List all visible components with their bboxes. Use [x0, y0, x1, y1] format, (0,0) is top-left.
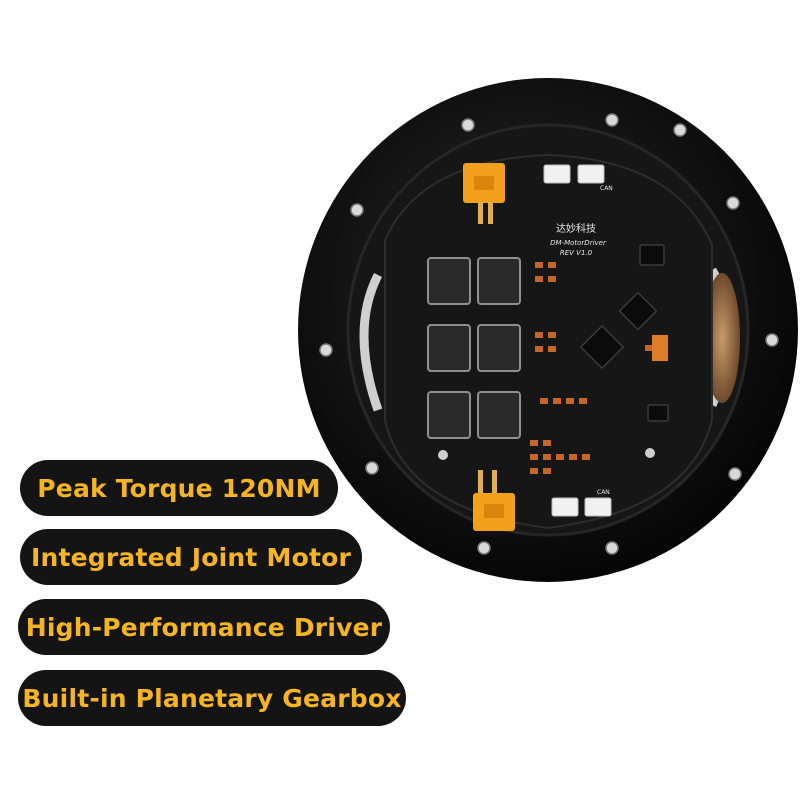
mosfet-array	[427, 257, 521, 439]
power-connector-bottom	[473, 470, 515, 531]
pcb-revision-label: REV V1.0	[560, 249, 593, 257]
feature-pill-integrated-joint-motor: Integrated Joint Motor	[20, 529, 362, 585]
pcb-can-label-bottom: CAN	[597, 489, 610, 496]
pcb-mount-holes	[438, 448, 655, 460]
feature-label: High-Performance Driver	[25, 612, 383, 642]
pcb-model-label: DM-MotorDriver	[550, 239, 607, 247]
integrated-circuits	[579, 244, 669, 422]
signal-connectors	[543, 164, 612, 517]
pcb-can-label-top: CAN	[600, 185, 613, 192]
dip-switch	[652, 335, 668, 361]
feature-label: Integrated Joint Motor	[30, 542, 351, 572]
power-connector-top	[463, 163, 505, 224]
feature-label: Built-in Planetary Gearbox	[22, 683, 402, 713]
silver-ring-left	[359, 272, 383, 412]
pcb-brand-label: 达妙科技	[556, 222, 596, 235]
feature-label: Peak Torque 120NM	[37, 473, 321, 503]
flange-screws	[319, 113, 779, 555]
feature-pill-high-performance-driver: High-Performance Driver	[18, 599, 390, 655]
feature-pill-planetary-gearbox: Built-in Planetary Gearbox	[18, 670, 406, 726]
feature-pill-peak-torque: Peak Torque 120NM	[20, 460, 338, 516]
